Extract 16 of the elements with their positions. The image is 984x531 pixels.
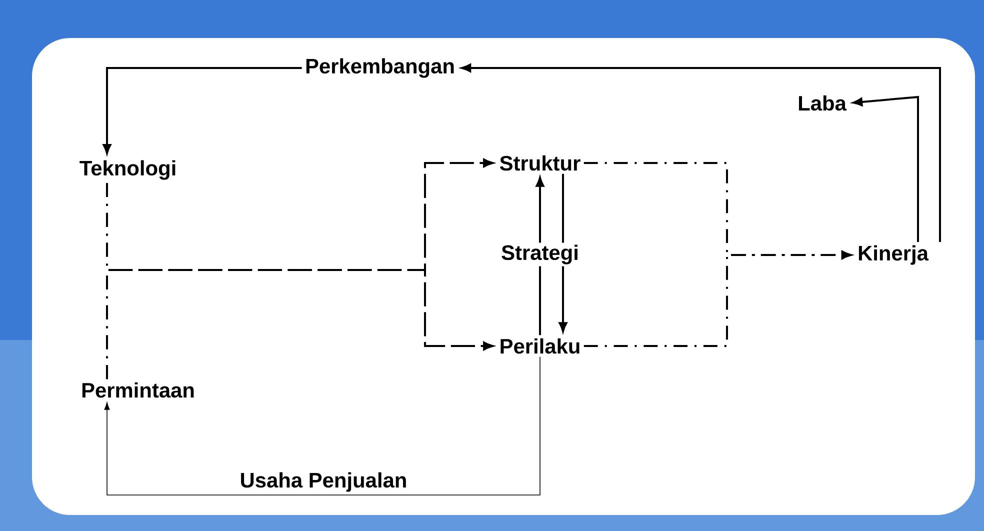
arrow [461,64,941,242]
edge-label: Usaha Penjualan [238,470,410,494]
node-label: Perilaku [496,335,584,357]
arrow [536,176,544,336]
arrow [852,96,919,242]
node-label: Perkembangan [302,55,458,81]
node-label: Kinerja [854,242,932,268]
node-label: Teknologi [76,157,180,183]
arrow [104,356,540,496]
arrow [106,269,494,380]
node-label: Permintaan [78,379,198,401]
node-label: Struktur [496,152,584,174]
arrow [102,67,302,154]
arrow [584,250,852,347]
node-label: Laba [794,92,850,114]
edge-label: Strategi [499,242,581,266]
